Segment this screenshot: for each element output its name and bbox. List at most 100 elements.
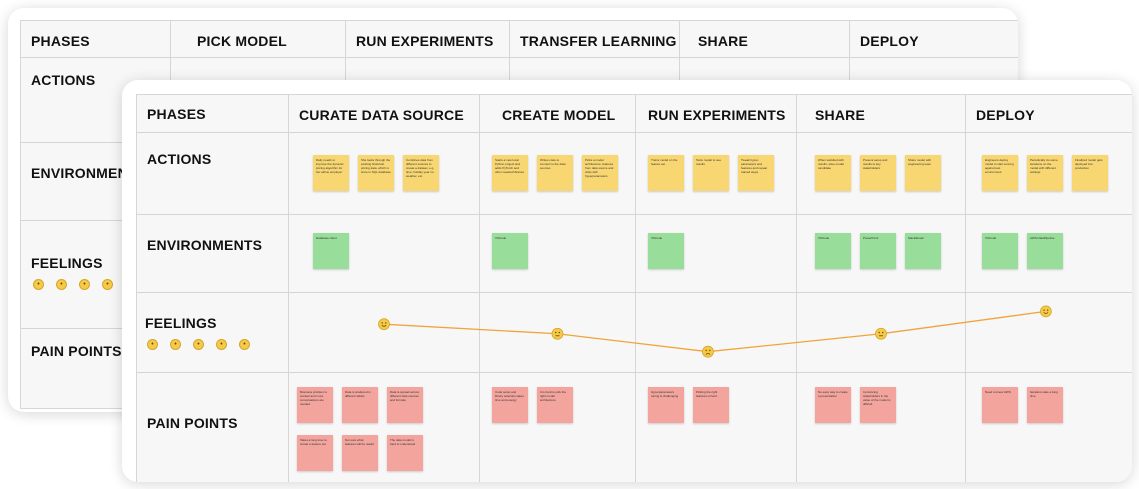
front-phases-header: PHASES [136,94,289,133]
pain-points-cell: Code setup and library selection takes t… [479,372,636,482]
actions-sticky-note[interactable]: Present setup and results to key stakeho… [860,155,896,191]
back-phase-cell: TRANSFER LEARNING [509,20,680,58]
front-phase-5: DEPLOY [976,107,1035,123]
angry-face-icon: • [56,279,67,290]
environments-sticky-note[interactable]: VSCode [648,233,684,269]
front-phase-1: CURATE DATA SOURCE [299,107,464,123]
environments-cell: VSCode [635,214,797,293]
front-phase-cell: CREATE MODEL [479,94,636,133]
front-emoji-scale: • • • • • [147,339,250,350]
pain-points-sticky-note[interactable]: Code setup and library selection takes t… [492,387,528,423]
feelings-cell [965,292,1132,373]
pain-points-sticky-note[interactable]: Need to know AWS [982,387,1018,423]
environments-sticky-note[interactable]: PowerPoint [860,233,896,269]
actions-sticky-note[interactable]: She looks through the existing historica… [358,155,394,191]
back-phase-cell: RUN EXPERIMENTS [345,20,510,58]
actions-cell: Engineers deploy model to start scoring … [965,132,1132,215]
actions-cell: Starts a new local Python project and ad… [479,132,636,215]
back-phase-cell: PICK MODEL [170,20,346,58]
back-phase-3: TRANSFER LEARNING [520,33,677,49]
environments-cell: Database client [288,214,480,293]
pain-points-sticky-note[interactable]: Takes a long time to curate a feature se… [297,435,333,471]
back-phase-1: PICK MODEL [197,33,287,49]
back-phases-header: PHASES [20,20,171,58]
pain-points-sticky-note[interactable]: Picking the right features is hard [693,387,729,423]
front-row-actions: ACTIONS [136,132,289,215]
feelings-cell [288,292,480,373]
front-row-label-actions: ACTIONS [147,151,212,167]
angry-face-icon: • [170,339,181,350]
happy-face-icon: • [216,339,227,350]
neutral-face-icon: • [147,339,158,350]
actions-sticky-note[interactable]: Starts a new local Python project and ad… [492,155,528,191]
front-row-label-feelings: FEELINGS [145,315,217,331]
actions-sticky-note[interactable]: Daily needs to improve the dynamic prici… [313,155,349,191]
back-phase-cell: SHARE [679,20,850,58]
back-phase-cell: DEPLOY [849,20,1018,58]
environments-sticky-note[interactable]: AWS DataPipeline [1027,233,1063,269]
feelings-cell [796,292,966,373]
front-row-label-environments: ENVIRONMENTS [147,237,263,253]
actions-sticky-note[interactable]: Writes code to connect to the data sourc… [537,155,573,191]
actions-cell: Daily needs to improve the dynamic prici… [288,132,480,215]
pain-points-sticky-note[interactable]: Iterations take a long time [1027,387,1063,423]
pain-points-sticky-note[interactable]: It is hard to pick the right model archi… [537,387,573,423]
environments-sticky-note[interactable]: Database client [313,233,349,269]
front-phase-cell: RUN EXPERIMENTS [635,94,797,133]
actions-sticky-note[interactable]: Trains model on the feature set [648,155,684,191]
back-emoji-scale: • • • • [33,279,113,290]
pain-points-sticky-note[interactable]: Business problem is unclear and more con… [297,387,333,423]
environments-sticky-note[interactable]: Slack/Email [905,233,941,269]
sad-face-icon: • [79,279,90,290]
back-row-label-actions: ACTIONS [31,72,96,88]
front-journey-board: PHASES CURATE DATA SOURCE CREATE MODEL R… [122,80,1132,482]
front-row-environments: ENVIRONMENTS [136,214,289,293]
actions-sticky-note[interactable]: Tweak hyper-parameters and features and … [738,155,774,191]
back-phase-5: DEPLOY [860,33,919,49]
actions-sticky-note[interactable]: Tests model to see results [693,155,729,191]
environments-sticky-note[interactable]: VSCode [492,233,528,269]
actions-sticky-note[interactable]: Combines data from different sources to … [403,155,439,191]
front-row-label-pain-points: PAIN POINTS [147,415,238,431]
front-phases-label: PHASES [147,106,206,122]
pain-points-sticky-note[interactable]: Data is spread across different data sou… [387,387,423,423]
smile-face-icon: • [239,339,250,350]
front-phase-cell: SHARE [796,94,966,133]
pain-points-sticky-note[interactable]: Data is scattered in different tables [342,387,378,423]
front-phase-cell: DEPLOY [965,94,1132,133]
environments-sticky-note[interactable]: VSCode [982,233,1018,269]
back-phase-4: SHARE [698,33,749,49]
front-row-pain-points: PAIN POINTS [136,372,289,482]
sad-face-icon: • [193,339,204,350]
back-row-label-pain-points: PAIN POINTS [31,343,122,359]
back-row-label-environments: ENVIRONMENTS [31,165,147,181]
front-grid: PHASES CURATE DATA SOURCE CREATE MODEL R… [122,80,1132,482]
pain-points-sticky-note[interactable]: Hyperparameters tuning is challenging [648,387,684,423]
actions-cell: When satisfied with results, save model … [796,132,966,215]
feelings-cell [479,292,636,373]
pain-points-sticky-note[interactable]: Not sure what features will be useful [342,435,378,471]
pain-points-sticky-note[interactable]: No easy way to create a presentation [815,387,851,423]
pain-points-sticky-note[interactable]: Convincing stakeholders in the value of … [860,387,896,423]
front-phase-4: SHARE [815,107,866,123]
actions-sticky-note[interactable]: Engineers deploy model to start scoring … [982,155,1018,191]
pain-points-sticky-note[interactable]: The data model is hard to understand [387,435,423,471]
actions-sticky-note[interactable]: Finalized model gets deployed into produ… [1072,155,1108,191]
environments-sticky-note[interactable]: VSCode [815,233,851,269]
actions-sticky-note[interactable]: Picks a model architecture, features fro… [582,155,618,191]
actions-sticky-note[interactable]: Share model with engineering team [905,155,941,191]
front-table: PHASES CURATE DATA SOURCE CREATE MODEL R… [136,94,1132,482]
feelings-cell [635,292,797,373]
actions-sticky-note[interactable]: Periodically do some iterations on the m… [1027,155,1063,191]
back-phases-label: PHASES [31,33,90,49]
environments-cell: VSCode [479,214,636,293]
neutral-face-icon: • [33,279,44,290]
back-phase-2: RUN EXPERIMENTS [356,33,494,49]
actions-sticky-note[interactable]: When satisfied with results, save model … [815,155,851,191]
